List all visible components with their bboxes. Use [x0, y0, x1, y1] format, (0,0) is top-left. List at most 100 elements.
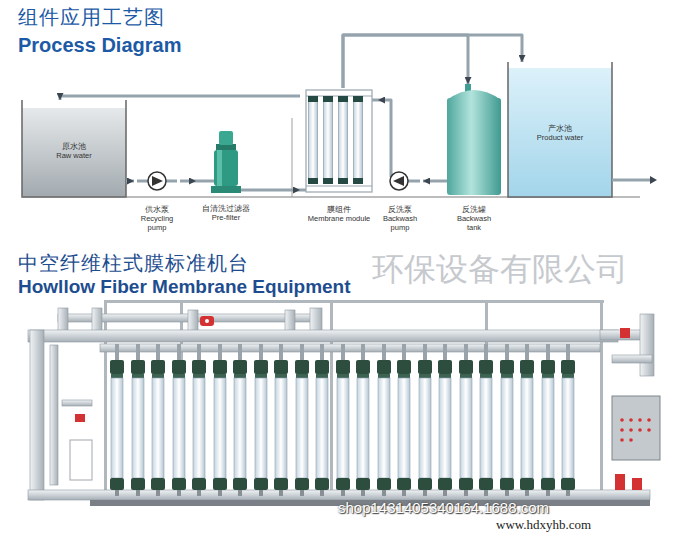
raw-water-tank-drawing-part	[22, 100, 126, 197]
product-water-tank-drawing-part	[508, 68, 612, 197]
label-cn: 自清洗过滤器	[202, 204, 250, 213]
equipment-drawing-part	[640, 314, 654, 376]
equipment-drawing-part	[612, 355, 652, 363]
product-water-tank-drawing	[508, 62, 657, 197]
membrane-tubes-part	[315, 344, 329, 496]
equipment-drawing-part	[647, 418, 651, 422]
label-cn: 产水池	[548, 124, 572, 133]
membrane-module-drawing-part	[353, 178, 363, 184]
wall-line	[292, 118, 293, 197]
equipment-drawing-part	[30, 330, 44, 500]
pipe-connector	[343, 35, 468, 88]
subtitle: Process Diagram	[18, 34, 181, 57]
membrane-tubes-part	[377, 344, 391, 496]
equipment-drawing-part	[620, 428, 624, 432]
membrane-tubes-part	[233, 344, 247, 496]
recycling-pump: 供水泵Recycling pump	[134, 170, 180, 235]
pipe-connector	[126, 180, 134, 183]
label-en: Recycling pump	[134, 214, 180, 232]
membrane-module-drawing-part	[308, 96, 318, 102]
label-cn: 供水泵	[145, 205, 169, 214]
membrane-module-drawing	[306, 90, 372, 192]
membrane-module-drawing-part	[354, 100, 363, 180]
recycling-pump-symbol	[148, 172, 166, 190]
equipment-drawing-part	[200, 316, 214, 326]
membrane-tubes-part	[541, 344, 555, 496]
label-cn: 反洗罐	[462, 205, 486, 214]
equipment-drawing-part	[620, 418, 624, 422]
membrane-tubes-part	[397, 344, 411, 496]
membrane-tubes-part	[151, 344, 165, 496]
pipe-stubs-part	[137, 180, 148, 183]
pipe-stubs-part	[444, 180, 447, 183]
pre-filter-drawing-part	[217, 150, 222, 186]
watermark: www.hdxyhb.com	[496, 518, 591, 533]
membrane-module-drawing-part	[323, 96, 333, 102]
pipe-stubs-part	[166, 180, 177, 183]
equipment-drawing-part	[629, 428, 633, 432]
backwash-pump: 反洗泵Backwash pump	[377, 170, 423, 235]
pipe-connector	[343, 35, 522, 88]
label-en: Pre-filter	[212, 213, 240, 222]
product-water-tank-drawing-part	[650, 176, 657, 184]
pre-filter-drawing	[211, 131, 241, 193]
section-title: 中空纤维柱式膜标准机台	[18, 252, 249, 275]
pipe-connector	[180, 180, 196, 183]
membrane-tubes-part	[295, 344, 309, 496]
equipment-drawing-part	[75, 414, 85, 422]
membrane-tubes-part	[418, 344, 432, 496]
membrane-tubes-part	[520, 344, 534, 496]
membrane-module-drawing-part	[338, 96, 348, 102]
equipment-drawing-part	[188, 310, 198, 332]
membrane-tubes-part	[336, 344, 350, 496]
membrane-module-drawing-part	[353, 96, 363, 102]
equipment-drawing-part	[638, 418, 642, 422]
membrane-module-drawing-part	[323, 178, 333, 184]
equipment-drawing	[28, 300, 660, 506]
backwash-tank-drawing-part	[447, 98, 501, 195]
pre-filter: 自清洗过滤器Pre-filter	[196, 128, 256, 225]
membrane-tubes-part	[192, 344, 206, 496]
membrane-module-drawing-part	[338, 178, 348, 184]
equipment-drawing-part	[620, 328, 630, 338]
membrane-module: 膜组件Membrane module	[300, 88, 378, 226]
product-water-tank-drawing-part	[508, 62, 612, 197]
equipment-drawing-part	[632, 478, 642, 490]
equipment-drawing-part	[285, 310, 295, 332]
equipment-drawing-part	[28, 490, 650, 500]
membrane-module-drawing-part	[324, 100, 333, 180]
watermark: shop1431405340164.1688.com	[338, 499, 549, 516]
membrane-tubes-part	[213, 344, 227, 496]
backwash-pump-symbol-part	[393, 176, 404, 186]
pipe-connector	[256, 189, 300, 192]
pipe-stubs	[137, 100, 447, 190]
membrane-tubes-part	[254, 344, 268, 496]
membrane-tubes-part	[438, 344, 452, 496]
equipment-drawing-part	[638, 428, 642, 432]
membrane-tubes-part	[356, 344, 370, 496]
membrane-tubes-part	[561, 344, 575, 496]
label-cn: 膜组件	[327, 205, 351, 214]
label-en: Backwash pump	[377, 214, 423, 232]
equipment-drawing-part	[28, 330, 618, 342]
equipment-drawing-part	[92, 308, 102, 332]
pipe-stubs-part	[196, 180, 214, 183]
membrane-tubes-part	[131, 344, 145, 496]
membrane-module-drawing-part	[306, 186, 372, 187]
membrane-module-drawing-part	[308, 178, 318, 184]
watermark: 环保设备有限公司	[372, 251, 628, 288]
backwash-tank: 反洗罐Backwash tank	[444, 84, 504, 235]
equipment-drawing-part	[205, 319, 209, 323]
backwash-pump-symbol-part	[390, 172, 408, 190]
membrane-tubes-part	[110, 344, 124, 496]
product-water-tank: 产水池Product water	[508, 62, 612, 195]
equipment-drawing-part	[629, 418, 633, 422]
equipment-drawing-part	[612, 396, 660, 460]
membrane-module-drawing-part	[306, 90, 372, 192]
equipment-drawing-part	[620, 438, 624, 442]
recycling-pump-symbol-part	[148, 172, 166, 190]
label-en: Product water	[537, 133, 583, 142]
pipe-connector	[60, 96, 300, 100]
membrane-tubes-part	[479, 344, 493, 496]
